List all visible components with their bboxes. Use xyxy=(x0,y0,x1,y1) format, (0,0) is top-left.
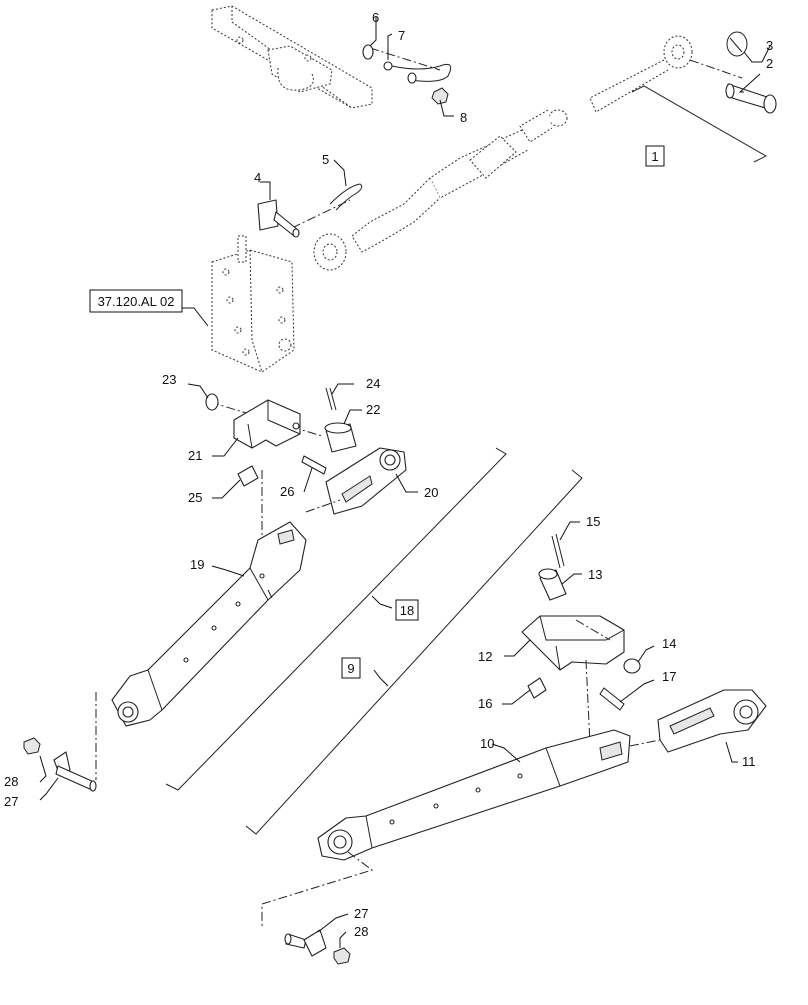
part-25-spring xyxy=(237,465,259,487)
callout-21: 21 xyxy=(188,448,202,463)
part-3-clip xyxy=(726,31,748,57)
axis-line xyxy=(689,59,743,79)
callout-9: 9 xyxy=(347,661,354,676)
part-26-rollpin xyxy=(301,455,327,475)
part-24-pin xyxy=(325,387,337,411)
callout-24: 24 xyxy=(366,376,380,391)
part-27-pin xyxy=(53,751,97,792)
part-27-pin-right xyxy=(284,929,327,957)
part-8-nut xyxy=(431,87,449,105)
callout-8: 8 xyxy=(460,110,467,125)
part-6-washer xyxy=(362,44,374,60)
axis-line xyxy=(585,659,591,745)
callout-3: 3 xyxy=(766,38,773,53)
part-15-pin xyxy=(551,533,565,569)
callout-26: 26 xyxy=(280,484,294,499)
part-10-lower-link xyxy=(317,729,631,861)
callout-20: 20 xyxy=(424,485,438,500)
upper-frame-bracket xyxy=(211,5,373,109)
callout-23: 23 xyxy=(162,372,176,387)
callout-17: 17 xyxy=(662,669,676,684)
part-28-bolt-right xyxy=(333,947,351,965)
reference-label: 37.120.AL 02 xyxy=(98,294,175,309)
callout-27-right: 27 xyxy=(354,906,368,921)
part-20-hook xyxy=(325,447,407,515)
callout-10: 10 xyxy=(480,736,494,751)
callout-15: 15 xyxy=(586,514,600,529)
part-21-latch xyxy=(233,399,301,449)
part-7-chain xyxy=(383,61,452,84)
callout-19: 19 xyxy=(190,557,204,572)
leader-lines xyxy=(39,16,771,948)
part-17-rollpin xyxy=(599,687,625,711)
callout-18: 18 xyxy=(400,603,414,618)
callout-7: 7 xyxy=(398,28,405,43)
callout-14: 14 xyxy=(662,636,676,651)
part-16-spring xyxy=(527,677,547,699)
part-13-bushing xyxy=(538,568,567,601)
callout-box-9 xyxy=(341,657,361,679)
group-bracket-18 xyxy=(165,447,507,791)
callout-6: 6 xyxy=(372,10,379,25)
callout-25: 25 xyxy=(188,490,202,505)
axis-line xyxy=(261,851,374,926)
part-23-washer xyxy=(205,393,219,411)
callout-5: 5 xyxy=(322,152,329,167)
upper-link-assembly xyxy=(313,35,693,271)
part-5-clip xyxy=(329,183,363,211)
part-22-bushing xyxy=(324,422,357,453)
callout-11: 11 xyxy=(742,754,756,769)
axis-line xyxy=(291,199,351,229)
group-bracket-1 xyxy=(631,85,768,163)
axis-line xyxy=(575,619,611,641)
callout-box-18 xyxy=(395,599,419,621)
group-bracket-9 xyxy=(245,469,583,835)
part-28-bolt xyxy=(23,737,41,755)
callout-16: 16 xyxy=(478,696,492,711)
part-14-washer xyxy=(623,658,641,674)
part-11-hook xyxy=(657,689,767,753)
callout-27-left: 27 xyxy=(4,794,18,809)
reference-box[interactable] xyxy=(89,289,183,313)
callout-4: 4 xyxy=(254,170,261,185)
callout-1: 1 xyxy=(651,149,658,164)
callout-22: 22 xyxy=(366,402,380,417)
callout-28-right: 28 xyxy=(354,924,368,939)
part-2-pin xyxy=(725,83,777,114)
part-4-pin xyxy=(257,199,300,238)
axis-line xyxy=(305,499,341,513)
part-19-lower-link xyxy=(111,521,307,727)
callout-12: 12 xyxy=(478,649,492,664)
mast-bracket xyxy=(211,235,295,373)
callout-13: 13 xyxy=(588,567,602,582)
callout-box-1 xyxy=(645,145,665,167)
callout-28-left: 28 xyxy=(4,774,18,789)
axis-line xyxy=(629,739,661,747)
axis-line xyxy=(369,47,441,71)
part-12-latch xyxy=(521,615,625,671)
callout-2: 2 xyxy=(766,56,773,71)
